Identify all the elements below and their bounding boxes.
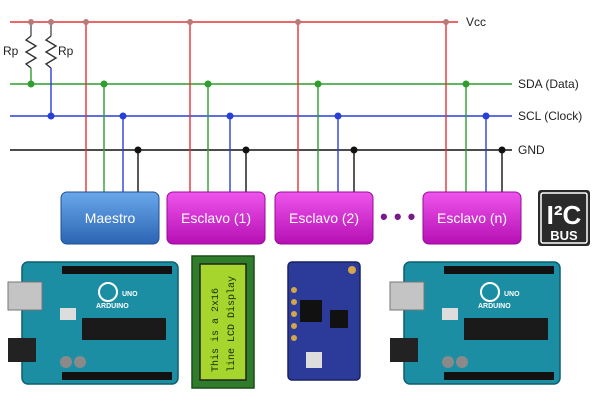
vcc-label: Vcc <box>466 15 486 29</box>
slave2-wires <box>295 19 358 192</box>
right-board-arduino: ARDUINO <box>478 303 511 310</box>
left-board-uno: UNO <box>122 291 138 298</box>
slave1-wires <box>187 19 250 192</box>
arduino-uno-board-right: UNO ARDUINO <box>389 261 561 385</box>
pullup-resistor-scl <box>44 19 58 120</box>
left-board-arduino: ARDUINO <box>96 303 129 310</box>
scl-label: SCL (Clock) <box>518 109 582 123</box>
master-wires <box>83 19 142 192</box>
slaven-wires <box>443 19 506 192</box>
slave1-label: Esclavo (1) <box>181 210 251 226</box>
master-node: Maestro <box>60 191 160 245</box>
sensor-module <box>287 261 361 381</box>
arduino-uno-board-left: UNO ARDUINO <box>7 261 179 385</box>
i2c-bus-logo: I²C BUS <box>538 190 590 246</box>
ellipsis: • • • <box>380 204 415 229</box>
lcd-module: This is a 2x16 line LCD Display <box>191 255 255 389</box>
master-label: Maestro <box>85 210 136 226</box>
logo-bus-text: BUS <box>550 228 578 243</box>
lcd-line-2: line LCD Display <box>226 276 238 372</box>
slave1-node: Esclavo (1) <box>166 191 266 245</box>
slaven-label: Esclavo (n) <box>437 210 507 226</box>
lcd-line-1: This is a 2x16 <box>210 288 222 372</box>
slave2-node: Esclavo (2) <box>274 191 374 245</box>
logo-i2c-text: I²C <box>547 200 582 230</box>
gnd-label: GND <box>518 143 545 157</box>
pullup-resistor-sda <box>24 19 38 88</box>
slaven-node: Esclavo (n) <box>422 191 522 245</box>
rp-label-2: Rp <box>58 44 74 58</box>
right-board-uno: UNO <box>504 291 520 298</box>
rp-label-1: Rp <box>3 44 19 58</box>
sda-label: SDA (Data) <box>518 77 579 91</box>
slave2-label: Esclavo (2) <box>289 210 359 226</box>
